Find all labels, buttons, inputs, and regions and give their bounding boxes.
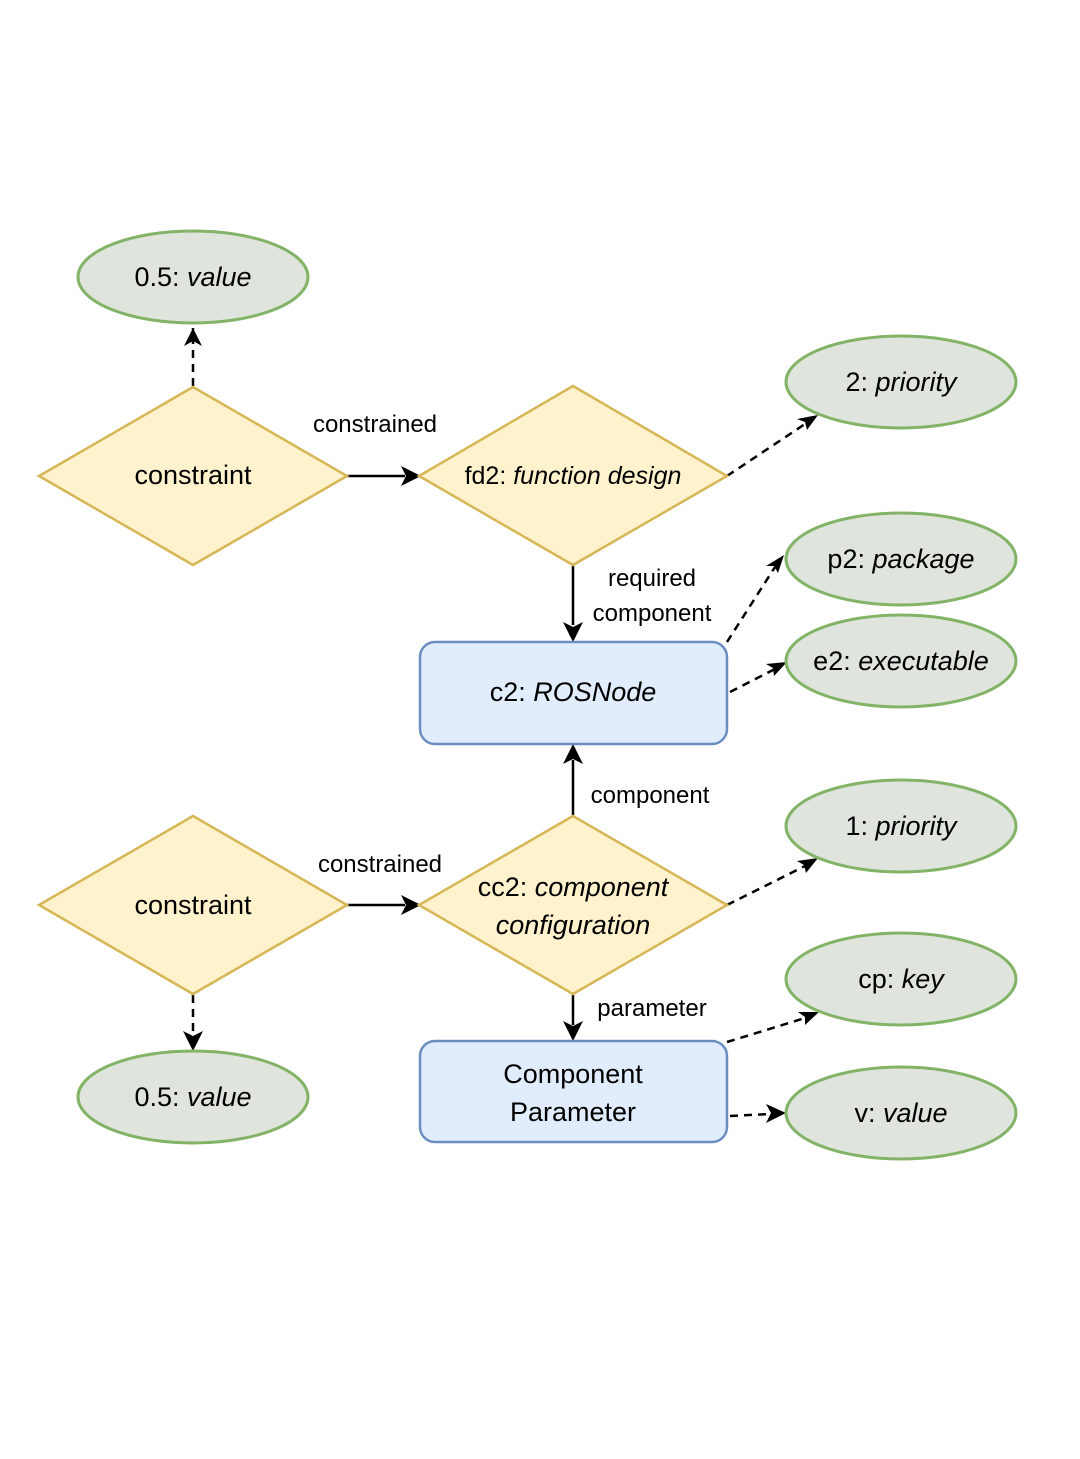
diamond-component-configuration[interactable]: cc2: component configuration: [416, 814, 730, 996]
diamond-function-design[interactable]: fd2: function design: [416, 384, 730, 567]
node-prefix: cc2:: [478, 872, 535, 902]
edge-label-component-2: component: [591, 782, 710, 809]
edge-c2-to-package: [725, 566, 777, 643]
ellipse-value-top[interactable]: 0.5: value: [76, 229, 310, 325]
node-prefix: 0.5:: [134, 1082, 187, 1112]
node-type: key: [902, 964, 946, 994]
edge-c2-to-executable: [729, 667, 776, 694]
arrowhead: [183, 1031, 203, 1051]
ellipse-priority-2[interactable]: 2: priority: [784, 334, 1018, 430]
node-type: ROSNode: [533, 677, 656, 707]
node-prefix: 2:: [845, 367, 875, 397]
arrowhead: [563, 744, 583, 764]
diamond-constraint-top[interactable]: constraint: [36, 385, 350, 567]
node-prefix: v:: [854, 1098, 883, 1128]
arrowhead: [563, 1021, 583, 1041]
edge-param-to-key: [726, 1016, 806, 1044]
arrowhead: [401, 895, 421, 915]
rect-rosnode[interactable]: c2: ROSNode: [418, 640, 729, 746]
node-prefix: p2:: [827, 544, 872, 574]
svg-text:0.5: value: 0.5: value: [134, 262, 251, 292]
arrowhead: [563, 622, 583, 642]
node-type: value: [187, 1082, 252, 1112]
node-prefix: 0.5:: [134, 262, 187, 292]
svg-text:fd2: function design: fd2: function design: [465, 462, 682, 490]
node-type-line2: configuration: [496, 910, 651, 940]
ellipse-key[interactable]: cp: key: [784, 931, 1018, 1027]
arrowhead: [798, 1012, 819, 1025]
edge-label-constrained-bottom: constrained: [318, 851, 442, 878]
node-type-line1: component: [535, 872, 670, 902]
svg-text:cc2: component: cc2: component: [478, 872, 670, 902]
node-prefix: fd2:: [465, 462, 514, 490]
node-label: constraint: [134, 460, 252, 490]
node-type: package: [871, 544, 974, 574]
diamond-constraint-bottom[interactable]: constraint: [36, 814, 350, 996]
svg-text:p2: package: p2: package: [827, 544, 974, 574]
arrowhead: [766, 1104, 786, 1123]
ellipse-priority-1[interactable]: 1: priority: [784, 778, 1018, 874]
node-type: executable: [858, 646, 989, 676]
node-type: value: [187, 262, 252, 292]
edge-param-to-value: [729, 1112, 771, 1118]
node-type: priority: [875, 367, 959, 397]
edge-label-required: required: [608, 565, 696, 592]
edge-cc2-to-priority1: [726, 864, 806, 907]
arrowhead: [797, 858, 818, 873]
node-prefix: 1:: [845, 811, 875, 841]
node-type: function design: [513, 462, 681, 490]
node-type: priority: [875, 811, 959, 841]
svg-text:e2: executable: e2: executable: [813, 646, 989, 676]
svg-text:c2: ROSNode: c2: ROSNode: [490, 677, 657, 707]
ellipse-value-bottom[interactable]: 0.5: value: [76, 1049, 310, 1145]
arrowhead: [797, 415, 818, 430]
node-type: value: [883, 1098, 948, 1128]
svg-text:0.5: value: 0.5: value: [134, 1082, 251, 1112]
edge-label-component: component: [593, 600, 712, 627]
svg-text:cp: key: cp: key: [858, 964, 945, 994]
edge-label-constrained-top: constrained: [313, 411, 437, 438]
node-label: constraint: [134, 890, 252, 920]
arrowhead: [766, 662, 787, 676]
node-prefix: c2:: [490, 677, 534, 707]
svg-text:v: value: v: value: [854, 1098, 947, 1128]
arrowhead: [184, 328, 202, 346]
node-label-line2: Parameter: [510, 1097, 636, 1127]
edge-label-parameter: parameter: [597, 995, 706, 1022]
edge-fd2-to-priority2: [726, 422, 806, 478]
ellipse-executable[interactable]: e2: executable: [784, 613, 1018, 709]
arrowhead: [766, 555, 784, 573]
svg-text:1: priority: 1: priority: [845, 811, 958, 841]
svg-text:2: priority: 2: priority: [845, 367, 958, 397]
arrowhead: [401, 466, 421, 486]
rect-component-parameter[interactable]: Component Parameter: [418, 1039, 729, 1144]
node-label-line1: Component: [503, 1059, 643, 1089]
node-prefix: cp:: [858, 964, 902, 994]
ellipse-v-value[interactable]: v: value: [784, 1065, 1018, 1161]
ellipse-package[interactable]: p2: package: [784, 511, 1018, 607]
node-prefix: e2:: [813, 646, 858, 676]
